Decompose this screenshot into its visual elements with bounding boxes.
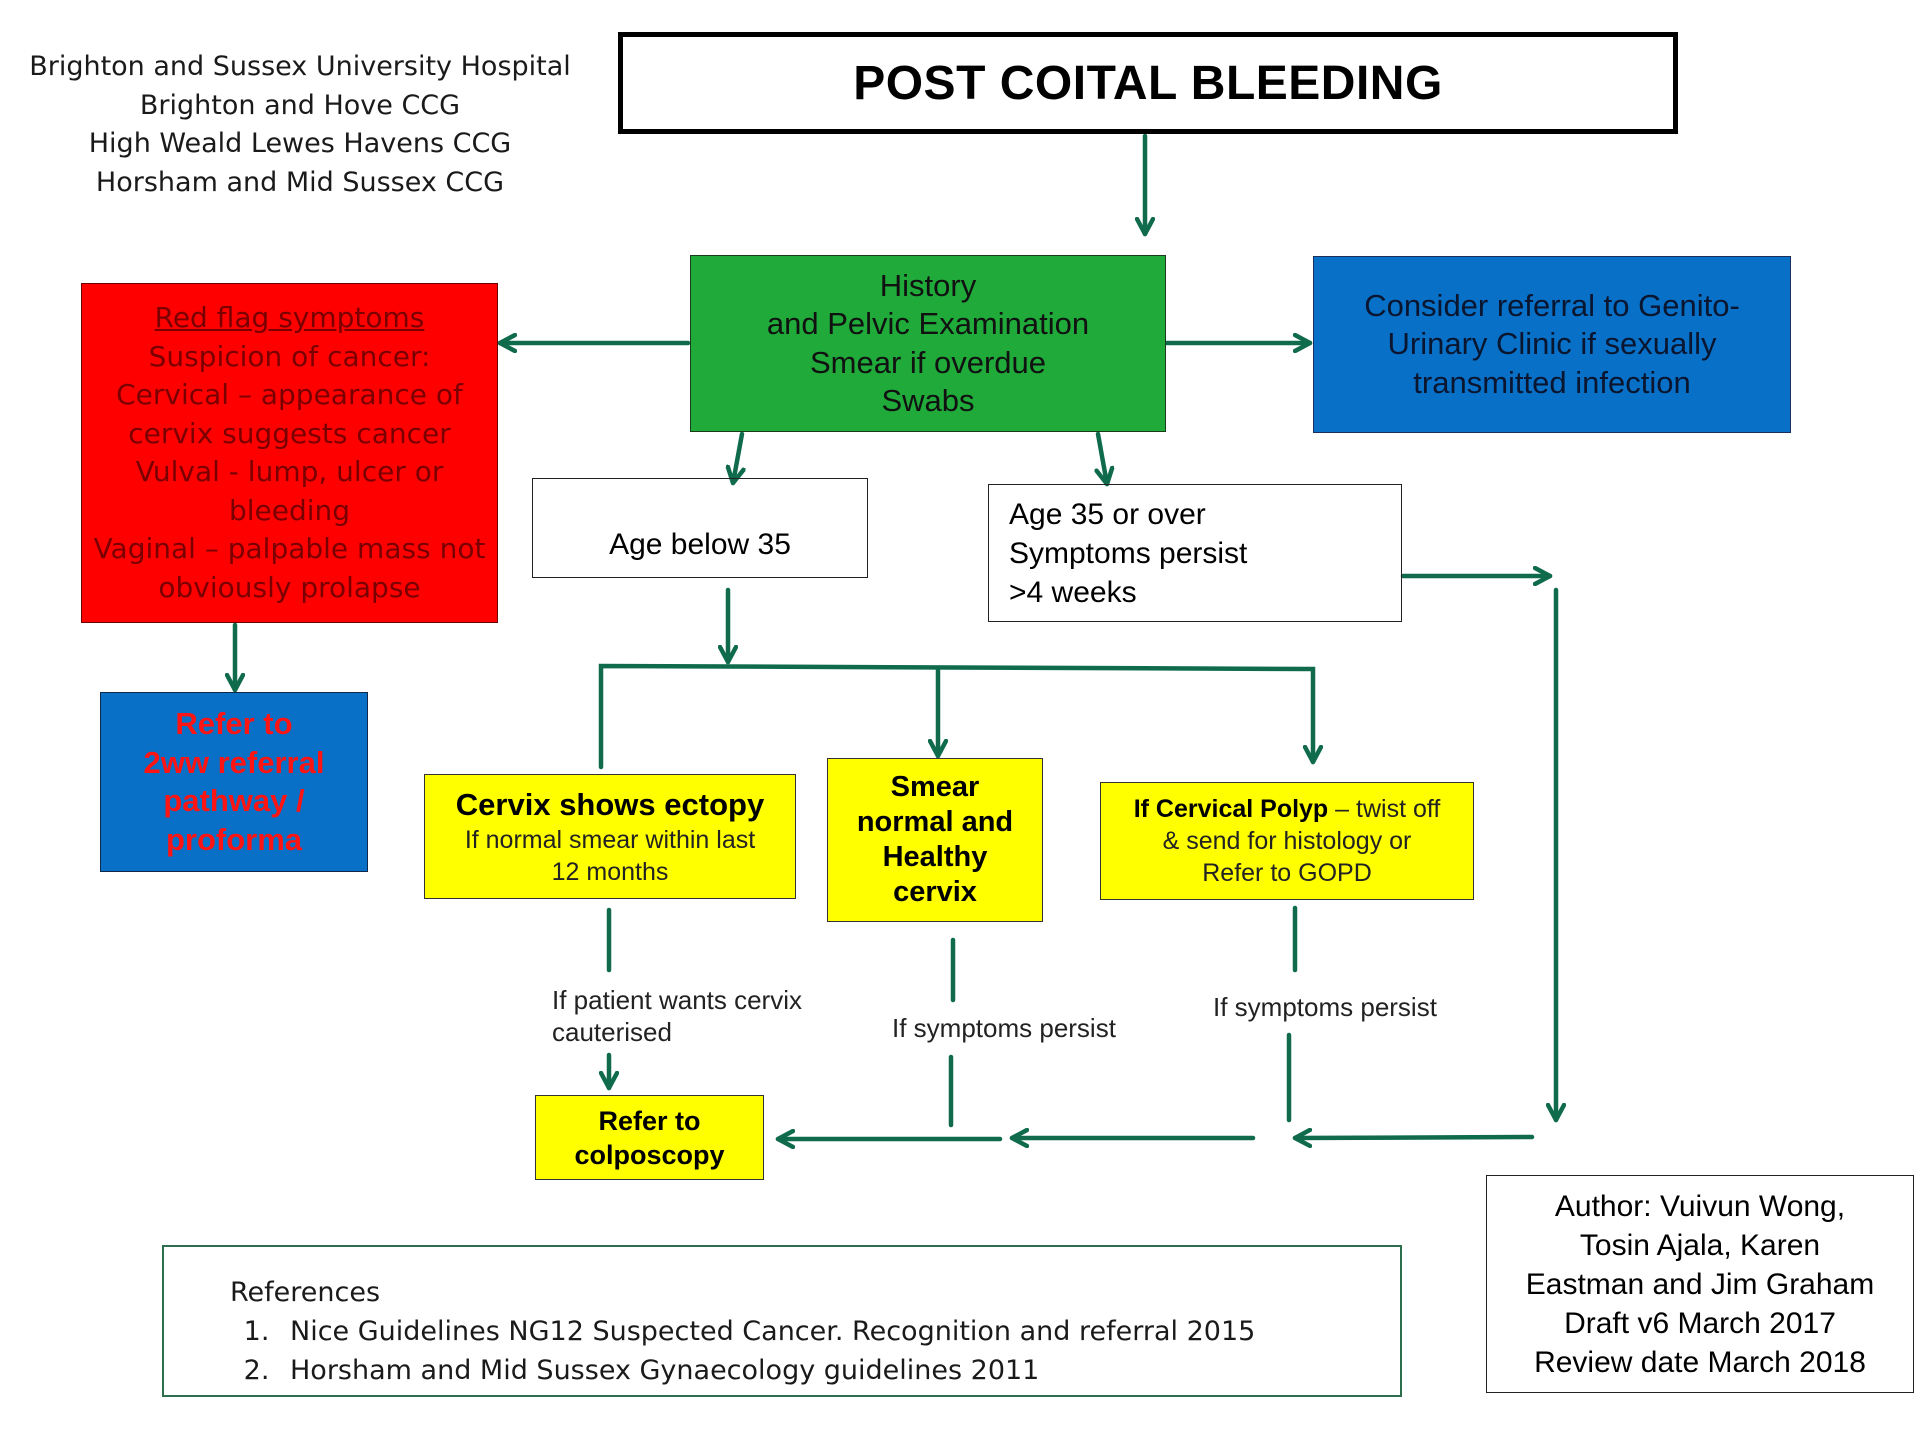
- refer-2ww-line: Refer to: [175, 706, 293, 741]
- organisation-name: High Weald Lewes Havens CCG: [88, 128, 512, 159]
- polyp-heading: If Cervical Polyp: [1133, 795, 1329, 823]
- gum-line: Urinary Clinic if sexually: [1387, 326, 1717, 362]
- refer-2ww-line: proforma: [165, 821, 303, 857]
- arrow-history-to-age-over: [1098, 431, 1107, 487]
- references-box: References Nice Guidelines NG12 Suspecte…: [162, 1245, 1402, 1397]
- red-flag-line: Suspicion of cancer:: [148, 339, 431, 373]
- author-line: Author: Vuivun Wong,: [1554, 1189, 1846, 1223]
- cauterise-label: If patient wants cervix cauterised: [552, 984, 802, 1048]
- colposcopy-line: colposcopy: [574, 1139, 725, 1170]
- author-line: Review date March 2018: [1534, 1345, 1866, 1379]
- age-over-line: Age 35 or over: [1009, 497, 1206, 531]
- red-flag-box: Red flag symptoms Suspicion of cancer: C…: [81, 283, 498, 623]
- arrow-history-to-age-below: [733, 431, 742, 486]
- refer-2ww-line: 2ww referral: [143, 744, 325, 780]
- ectopy-line: If normal smear within last: [464, 825, 756, 854]
- red-flag-line: bleeding: [228, 493, 351, 527]
- refer-2ww-line: pathway /: [163, 783, 305, 818]
- red-flag-line: Vulval - lump, ulcer or: [135, 455, 444, 488]
- red-flag-line: Cervical – appearance of: [116, 378, 463, 411]
- author-box: Author: Vuivun Wong, Tosin Ajala, Karen …: [1486, 1175, 1914, 1393]
- smear-normal-line: Healthy: [882, 841, 988, 873]
- title-box: POST COITAL BLEEDING: [618, 32, 1678, 134]
- smear-normal-line: normal and: [856, 806, 1014, 838]
- age-below-35-box: Age below 35: [532, 478, 868, 578]
- organisation-name: Brighton and Sussex University Hospital: [29, 51, 571, 82]
- polyp-heading-rest: – twist off: [1328, 795, 1441, 823]
- reference-item: Nice Guidelines NG12 Suspected Cancer. R…: [278, 1312, 1400, 1351]
- cervix-ectopy-box: Cervix shows ectopy If normal smear with…: [424, 774, 796, 899]
- arrow-bottom-right: [1292, 1137, 1535, 1138]
- page-title: POST COITAL BLEEDING: [853, 56, 1443, 110]
- red-flag-heading: Red flag symptoms: [154, 301, 425, 334]
- history-line: History: [879, 267, 977, 303]
- cervical-polyp-box: If Cervical Polyp – twist off & send for…: [1100, 782, 1474, 900]
- refer-2ww-box: Refer to 2ww referral pathway / proforma: [100, 692, 368, 872]
- smear-normal-line: cervix: [893, 876, 977, 908]
- red-flag-line: cervix suggests cancer: [128, 416, 451, 450]
- colposcopy-line: Refer to: [598, 1105, 701, 1136]
- age-35-over-box: Age 35 or over Symptoms persist >4 weeks: [988, 484, 1402, 622]
- cauterise-line: cauterised: [552, 1017, 672, 1047]
- organisation-list: Brighton and Sussex University Hospital …: [20, 48, 580, 202]
- references-heading: References: [230, 1277, 381, 1308]
- reference-item: Horsham and Mid Sussex Gynaecology guide…: [278, 1351, 1400, 1390]
- red-flag-line: obviously prolapse: [158, 570, 421, 604]
- refer-colposcopy-box: Refer to colposcopy: [535, 1095, 764, 1180]
- ectopy-heading: Cervix shows ectopy: [455, 786, 765, 822]
- history-line: and Pelvic Examination: [766, 306, 1090, 341]
- age-over-line: >4 weeks: [1009, 575, 1137, 609]
- references-list: Nice Guidelines NG12 Suspected Cancer. R…: [230, 1312, 1400, 1390]
- polyp-line: & send for histology or: [1162, 827, 1412, 855]
- history-line: Smear if overdue: [809, 344, 1047, 380]
- symptoms-persist-label-right: If symptoms persist: [1213, 992, 1437, 1022]
- author-line: Tosin Ajala, Karen: [1579, 1228, 1821, 1262]
- cauterise-line: If patient wants cervix: [552, 985, 802, 1015]
- polyp-line: Refer to GOPD: [1202, 859, 1372, 887]
- age-below-35-label: Age below 35: [609, 528, 791, 561]
- age-over-line: Symptoms persist: [1009, 536, 1248, 570]
- ectopy-line: 12 months: [551, 857, 669, 886]
- gum-referral-box: Consider referral to Genito- Urinary Cli…: [1313, 256, 1791, 433]
- smear-normal-line: Smear: [890, 771, 980, 803]
- polyp-first-line: If Cervical Polyp – twist off: [1134, 793, 1441, 825]
- organisation-name: Horsham and Mid Sussex CCG: [95, 166, 505, 198]
- red-flag-line: Vaginal – palpable mass not: [93, 532, 486, 565]
- history-line: Swabs: [881, 383, 975, 418]
- branch-line: [598, 663, 1313, 770]
- organisation-name: Brighton and Hove CCG: [139, 89, 461, 121]
- author-line: Eastman and Jim Graham: [1525, 1267, 1875, 1301]
- history-examination-box: History and Pelvic Examination Smear if …: [690, 255, 1166, 432]
- smear-normal-box: Smear normal and Healthy cervix: [827, 758, 1043, 922]
- gum-line: transmitted infection: [1413, 364, 1691, 400]
- author-line: Draft v6 March 2017: [1564, 1306, 1836, 1340]
- gum-line: Consider referral to Genito-: [1364, 287, 1740, 323]
- symptoms-persist-label-middle: If symptoms persist: [892, 1013, 1116, 1043]
